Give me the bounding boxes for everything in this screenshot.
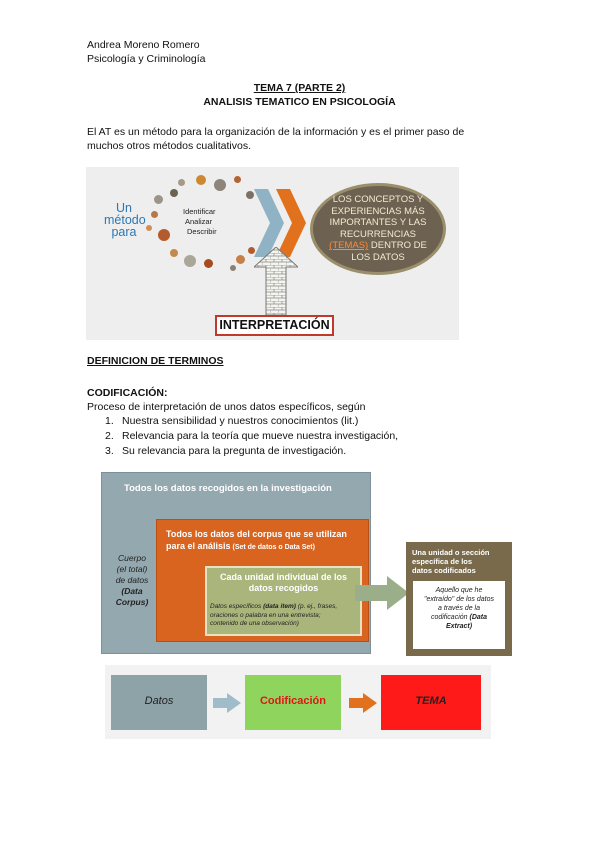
document-title-line2: ANALISIS TEMATICO EN PSICOLOGÍA [203, 96, 396, 108]
extract-title: Una unidad o sección específica de los d… [412, 548, 490, 575]
extract-title-line3: datos codificados [412, 566, 476, 575]
dot-shape [230, 265, 236, 271]
data-item-text: Datos específicos (data item) (p. ej., f… [210, 603, 337, 629]
oval-line3: IMPORTANTES Y LAS [329, 217, 427, 229]
corpus-line1: Cuerpo [118, 553, 146, 563]
oval-text: LOS CONCEPTOS Y EXPERIENCIAS MÁS IMPORTA… [321, 194, 435, 264]
extract-bold2: Extract) [445, 623, 473, 630]
extract-line1: Aquello que he [435, 587, 483, 594]
extract-title-line1: Una unidad o sección [412, 548, 490, 557]
dot-shape [234, 176, 241, 183]
oval-line5: (TEMAS) DENTRO DE [321, 240, 435, 252]
dot-shape [178, 179, 185, 186]
dot-shape [248, 247, 255, 254]
extract-title-line2: específica de los [412, 557, 473, 566]
codificacion-heading: CODIFICACIÓN: [87, 387, 168, 399]
list-item-number-2: 2. [105, 430, 114, 442]
extract-description: Aquello que he "extraído" de los datos a… [412, 580, 506, 650]
dot-shape [170, 249, 178, 257]
intro-line2: muchos otros métodos cualitativos. [87, 140, 251, 152]
corpus-line3: de datos [115, 575, 149, 585]
list-item-text-3: Su relevancia para la pregunta de invest… [122, 445, 347, 457]
method-label-line2: método [104, 213, 146, 227]
data-item-text-bold: (data item) [263, 603, 296, 610]
method-label-line1: Un [116, 201, 132, 215]
corpus-bold1: (Data [121, 586, 143, 596]
data-set-title-line2: para el análisis [166, 541, 231, 551]
oval-line1: LOS CONCEPTOS Y [332, 194, 424, 205]
tema-box: TEMA [381, 675, 481, 730]
data-item-title-line1: Cada unidad individual de los [219, 572, 347, 582]
dot-shape [236, 255, 245, 264]
data-item-title-line2: datos recogidos [248, 583, 319, 593]
dot-shape [214, 179, 226, 191]
definitions-heading: DEFINICION DE TERMINOS [87, 355, 224, 367]
oval-line4: RECURRENCIAS [339, 228, 416, 240]
corpus-bold2: Corpus) [115, 597, 149, 607]
data-hierarchy-figure: Todos los datos recogidos en la investig… [101, 472, 512, 656]
concepts-oval: LOS CONCEPTOS Y EXPERIENCIAS MÁS IMPORTA… [310, 183, 446, 275]
dot-shape [154, 195, 163, 204]
action-identify: Identificar [183, 207, 216, 216]
intro-line1: El AT es un método para la organización … [87, 126, 465, 138]
list-item-text-1: Nuestra sensibilidad y nuestros conocimi… [122, 415, 359, 427]
dot-shape [170, 189, 178, 197]
method-label-line3: para [111, 225, 137, 239]
dot-shape [246, 191, 254, 199]
dot-shape [204, 259, 213, 268]
dot-shape [146, 225, 152, 231]
dot-shape [184, 255, 196, 267]
actions-list: Identificar Analizar Describir [183, 207, 217, 237]
data-set-title-small: (Set de datos o Data Set) [230, 544, 315, 551]
chevron-arrows-icon [254, 189, 306, 257]
extract-bold1: (Data [469, 614, 488, 621]
list-item-text-2: Relevancia para la teoría que mueve nues… [122, 430, 399, 442]
interpretation-box: INTERPRETACIÓN [215, 315, 334, 336]
method-label: Un método para [104, 201, 146, 239]
corpus-label: Cuerpo (el total) de datos (Data Corpus) [106, 553, 158, 608]
thematic-analysis-figure: Un método para Identificar Analizar Desc… [86, 167, 459, 340]
right-arrow-icon [213, 693, 241, 713]
extract-line4: codificación [430, 614, 468, 621]
data-item-box: Cada unidad individual de los datos reco… [205, 566, 362, 636]
corpus-title: Todos los datos recogidos en la investig… [124, 483, 332, 494]
right-arrow-icon [349, 693, 377, 713]
extract-line3: a través de la [437, 605, 481, 612]
data-set-title: Todos los datos del corpus que se utiliz… [166, 528, 347, 554]
data-extract-box: Una unidad o sección específica de los d… [406, 542, 512, 656]
data-corpus-box: Todos los datos recogidos en la investig… [101, 472, 371, 654]
subject-name: Psicología y Criminología [87, 53, 206, 65]
action-describe: Describir [187, 227, 217, 236]
oval-line6: LOS DATOS [351, 251, 405, 263]
dot-shape [151, 211, 158, 218]
list-item-number-1: 1. [105, 415, 114, 427]
brick-up-arrow-icon [254, 247, 298, 315]
list-item-number-3: 3. [105, 445, 114, 457]
corpus-line2: (el total) [116, 564, 148, 574]
oval-line2: EXPERIENCIAS MÁS [331, 205, 425, 217]
datos-box: Datos [111, 675, 207, 730]
extract-text: Aquello que he "extraído" de los datos a… [413, 586, 505, 631]
data-item-text-line3: contenido de una observación) [210, 620, 299, 627]
document-title-line1: TEMA 7 (PARTE 2) [253, 82, 346, 94]
data-item-title: Cada unidad individual de los datos reco… [207, 572, 360, 594]
right-arrow-icon [355, 576, 409, 610]
data-item-text-a: Datos específicos [210, 603, 264, 610]
author-name: Andrea Moreno Romero [87, 39, 200, 51]
data-set-box: Todos los datos del corpus que se utiliz… [156, 519, 369, 642]
coding-flow-figure: Datos Codificación TEMA [105, 665, 491, 739]
themes-highlight: (TEMAS) [329, 240, 369, 252]
data-set-title-line1: Todos los datos del corpus que se utiliz… [166, 529, 347, 539]
data-item-text-line2: oraciones o palabra en una entrevista; [210, 611, 321, 619]
dot-shape [158, 229, 170, 241]
oval-line5-rest: DENTRO DE [368, 240, 427, 252]
codificacion-box: Codificación [245, 675, 341, 730]
action-analyze: Analizar [185, 217, 213, 226]
dot-shape [196, 175, 206, 185]
extract-line2: "extraído" de los datos [424, 596, 494, 603]
codificacion-text: Proceso de interpretación de unos datos … [87, 401, 366, 413]
data-item-text-b: (p. ej., frases, [295, 603, 338, 610]
